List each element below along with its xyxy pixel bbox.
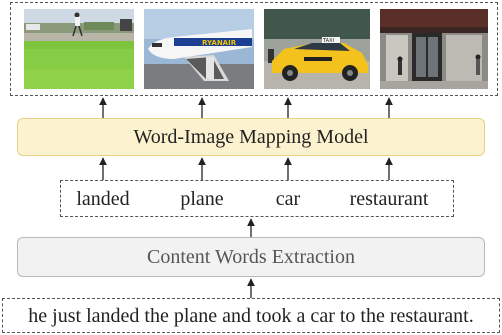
svg-text:TAXI: TAXI xyxy=(322,38,334,44)
input-sentence: he just landed the plane and took a car … xyxy=(28,305,474,327)
word-restaurant: restaurant xyxy=(349,188,429,210)
word-plane: plane xyxy=(180,188,224,210)
image-restaurant xyxy=(380,9,488,89)
svg-text:RYANAIR: RYANAIR xyxy=(202,39,237,47)
content-words-extraction: Content Words Extraction xyxy=(17,237,485,277)
word-car: car xyxy=(275,188,301,210)
image-plane: RYANAIR xyxy=(144,9,254,89)
image-car: TAXI xyxy=(264,9,370,89)
word-landed: landed xyxy=(76,188,130,210)
input-sentence-container xyxy=(2,298,500,333)
extraction-label: Content Words Extraction xyxy=(147,246,355,268)
image-results-container xyxy=(10,2,498,96)
content-words-container xyxy=(60,180,454,217)
word-image-mapping-model: Word-Image Mapping Model xyxy=(17,118,485,156)
image-landed xyxy=(24,9,134,89)
model-label: Word-Image Mapping Model xyxy=(133,126,369,148)
